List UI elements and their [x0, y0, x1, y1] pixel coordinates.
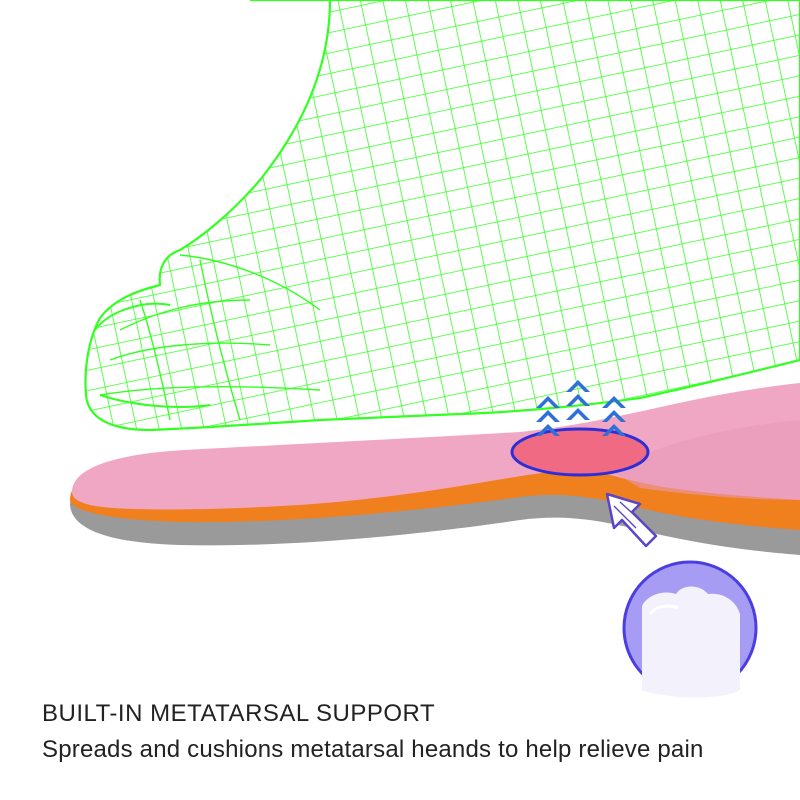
caption-title: BUILT-IN METATARSAL SUPPORT	[42, 700, 436, 727]
wireframe-foot	[84, 0, 800, 432]
arrow-up-left-icon	[605, 492, 658, 548]
chevron-up-icon	[536, 380, 626, 436]
metatarsal-pad-highlight	[510, 427, 650, 477]
inset-detail	[622, 560, 758, 698]
caption-subtitle: Spreads and cushions metatarsal heands t…	[42, 736, 704, 763]
